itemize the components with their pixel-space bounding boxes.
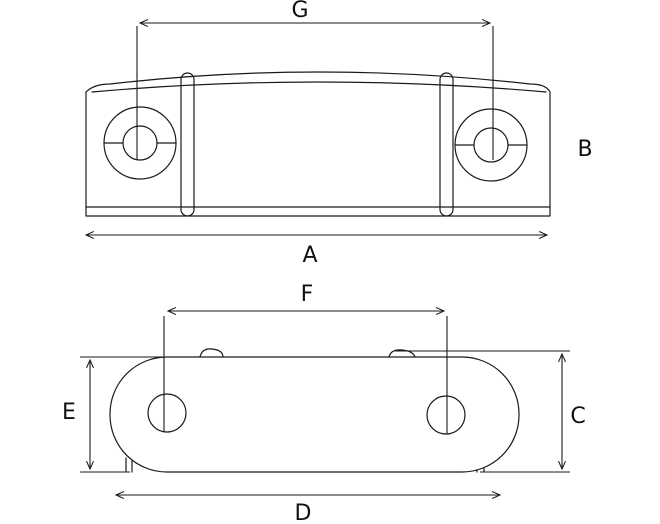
plan-view-bump-right: [388, 349, 416, 358]
dim-g-label: G: [291, 0, 308, 23]
plan-view-bump-left: [199, 348, 224, 358]
dim-b-label: B: [577, 137, 592, 162]
dim-a-label: A: [302, 243, 317, 268]
dim-f-label: F: [301, 282, 314, 307]
front-view-hole-left-inner: [122, 125, 158, 161]
plan-view-body: [109, 356, 520, 473]
plan-view-hole-right: [426, 395, 466, 435]
front-view-hole-right-inner: [473, 127, 509, 163]
front-view-strap-left: [180, 72, 195, 217]
plan-view: F E C D: [62, 282, 586, 524]
front-view: G A B: [86, 0, 593, 268]
front-view-top-edge: [91, 81, 547, 93]
dim-e-label: E: [62, 400, 76, 425]
front-view-body-outline: [85, 71, 551, 217]
front-view-strap-right: [439, 72, 454, 217]
plan-view-hole-left: [147, 393, 187, 433]
dim-c-label: C: [570, 404, 585, 429]
dim-d-label: D: [295, 501, 312, 524]
